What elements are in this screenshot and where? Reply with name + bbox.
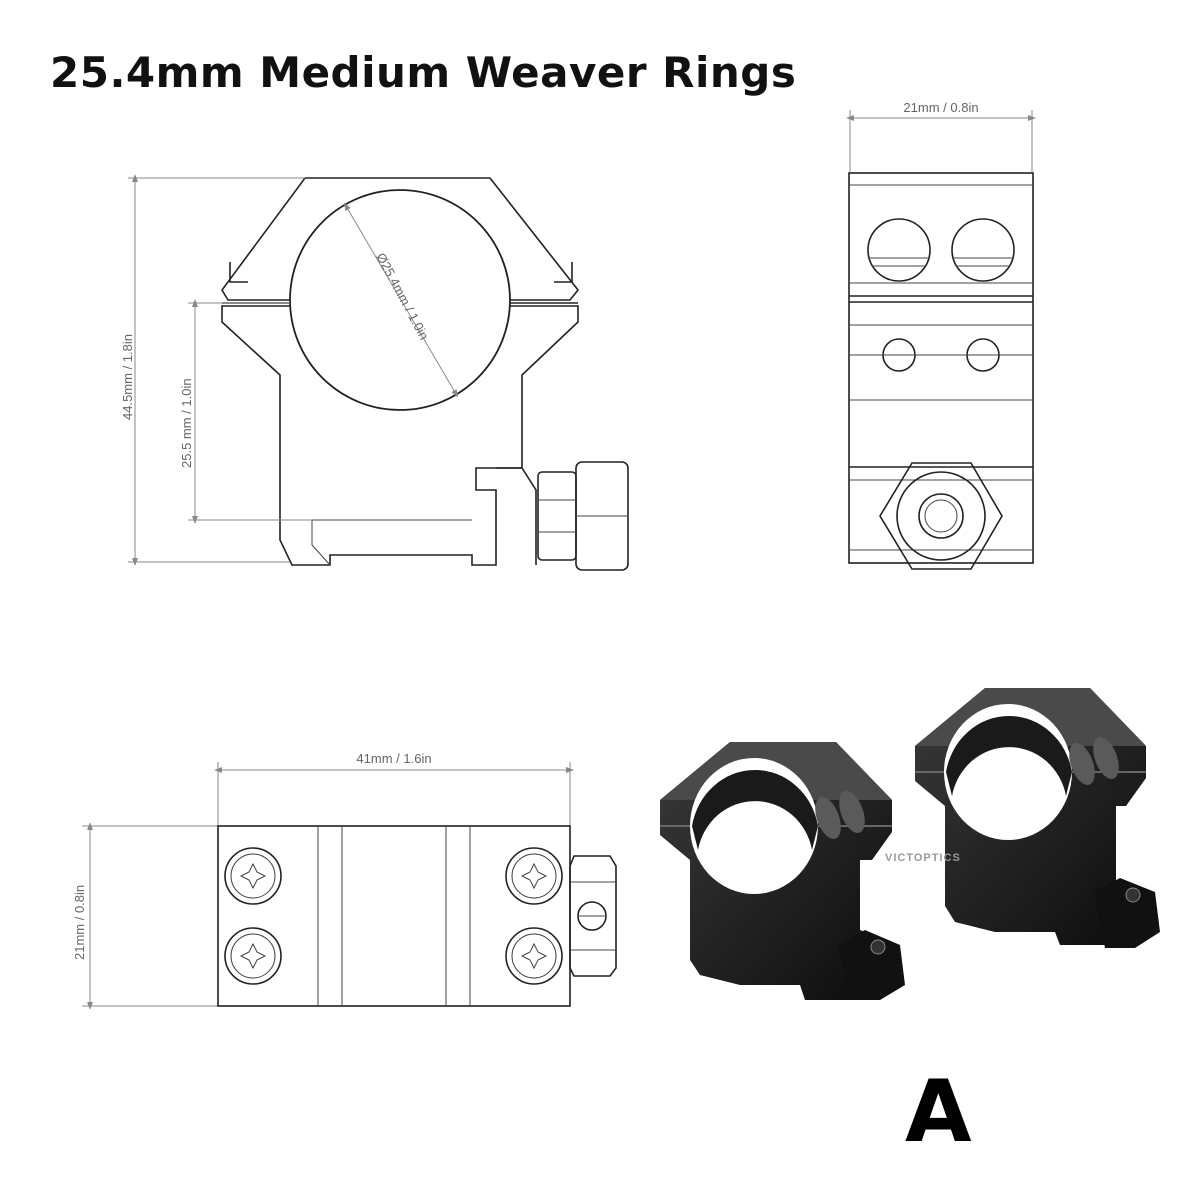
product-render-front-ring — [660, 742, 905, 1000]
torx-screw-icon — [505, 927, 563, 985]
width-bottom-label: 21mm / 0.8in — [72, 885, 87, 960]
torx-screw-icon — [224, 927, 282, 985]
front-view: Ø25.4mm / 1.0in 44.5mm / 1.8in 25.5 mm /… — [120, 174, 629, 571]
product-render-back-ring — [915, 688, 1160, 948]
variant-letter: A — [905, 1062, 972, 1162]
hex-nut-icon — [879, 462, 1003, 570]
hex-nut-icon — [569, 855, 617, 977]
page-title: 25.4mm Medium Weaver Rings — [50, 48, 797, 97]
width-top-label: 21mm / 0.8in — [903, 100, 978, 115]
top-view: 41mm / 1.6in 21mm / 0.8in — [72, 751, 617, 1010]
torx-screw-icon — [224, 847, 282, 905]
length-label: 41mm / 1.6in — [356, 751, 431, 766]
center-height-label: 25.5 mm / 1.0in — [179, 378, 194, 468]
torx-screw-icon — [505, 847, 563, 905]
total-height-label: 44.5mm / 1.8in — [120, 334, 135, 420]
side-view: 21mm / 0.8in — [846, 100, 1036, 570]
brand-watermark: VICTOPTICS — [885, 852, 961, 864]
